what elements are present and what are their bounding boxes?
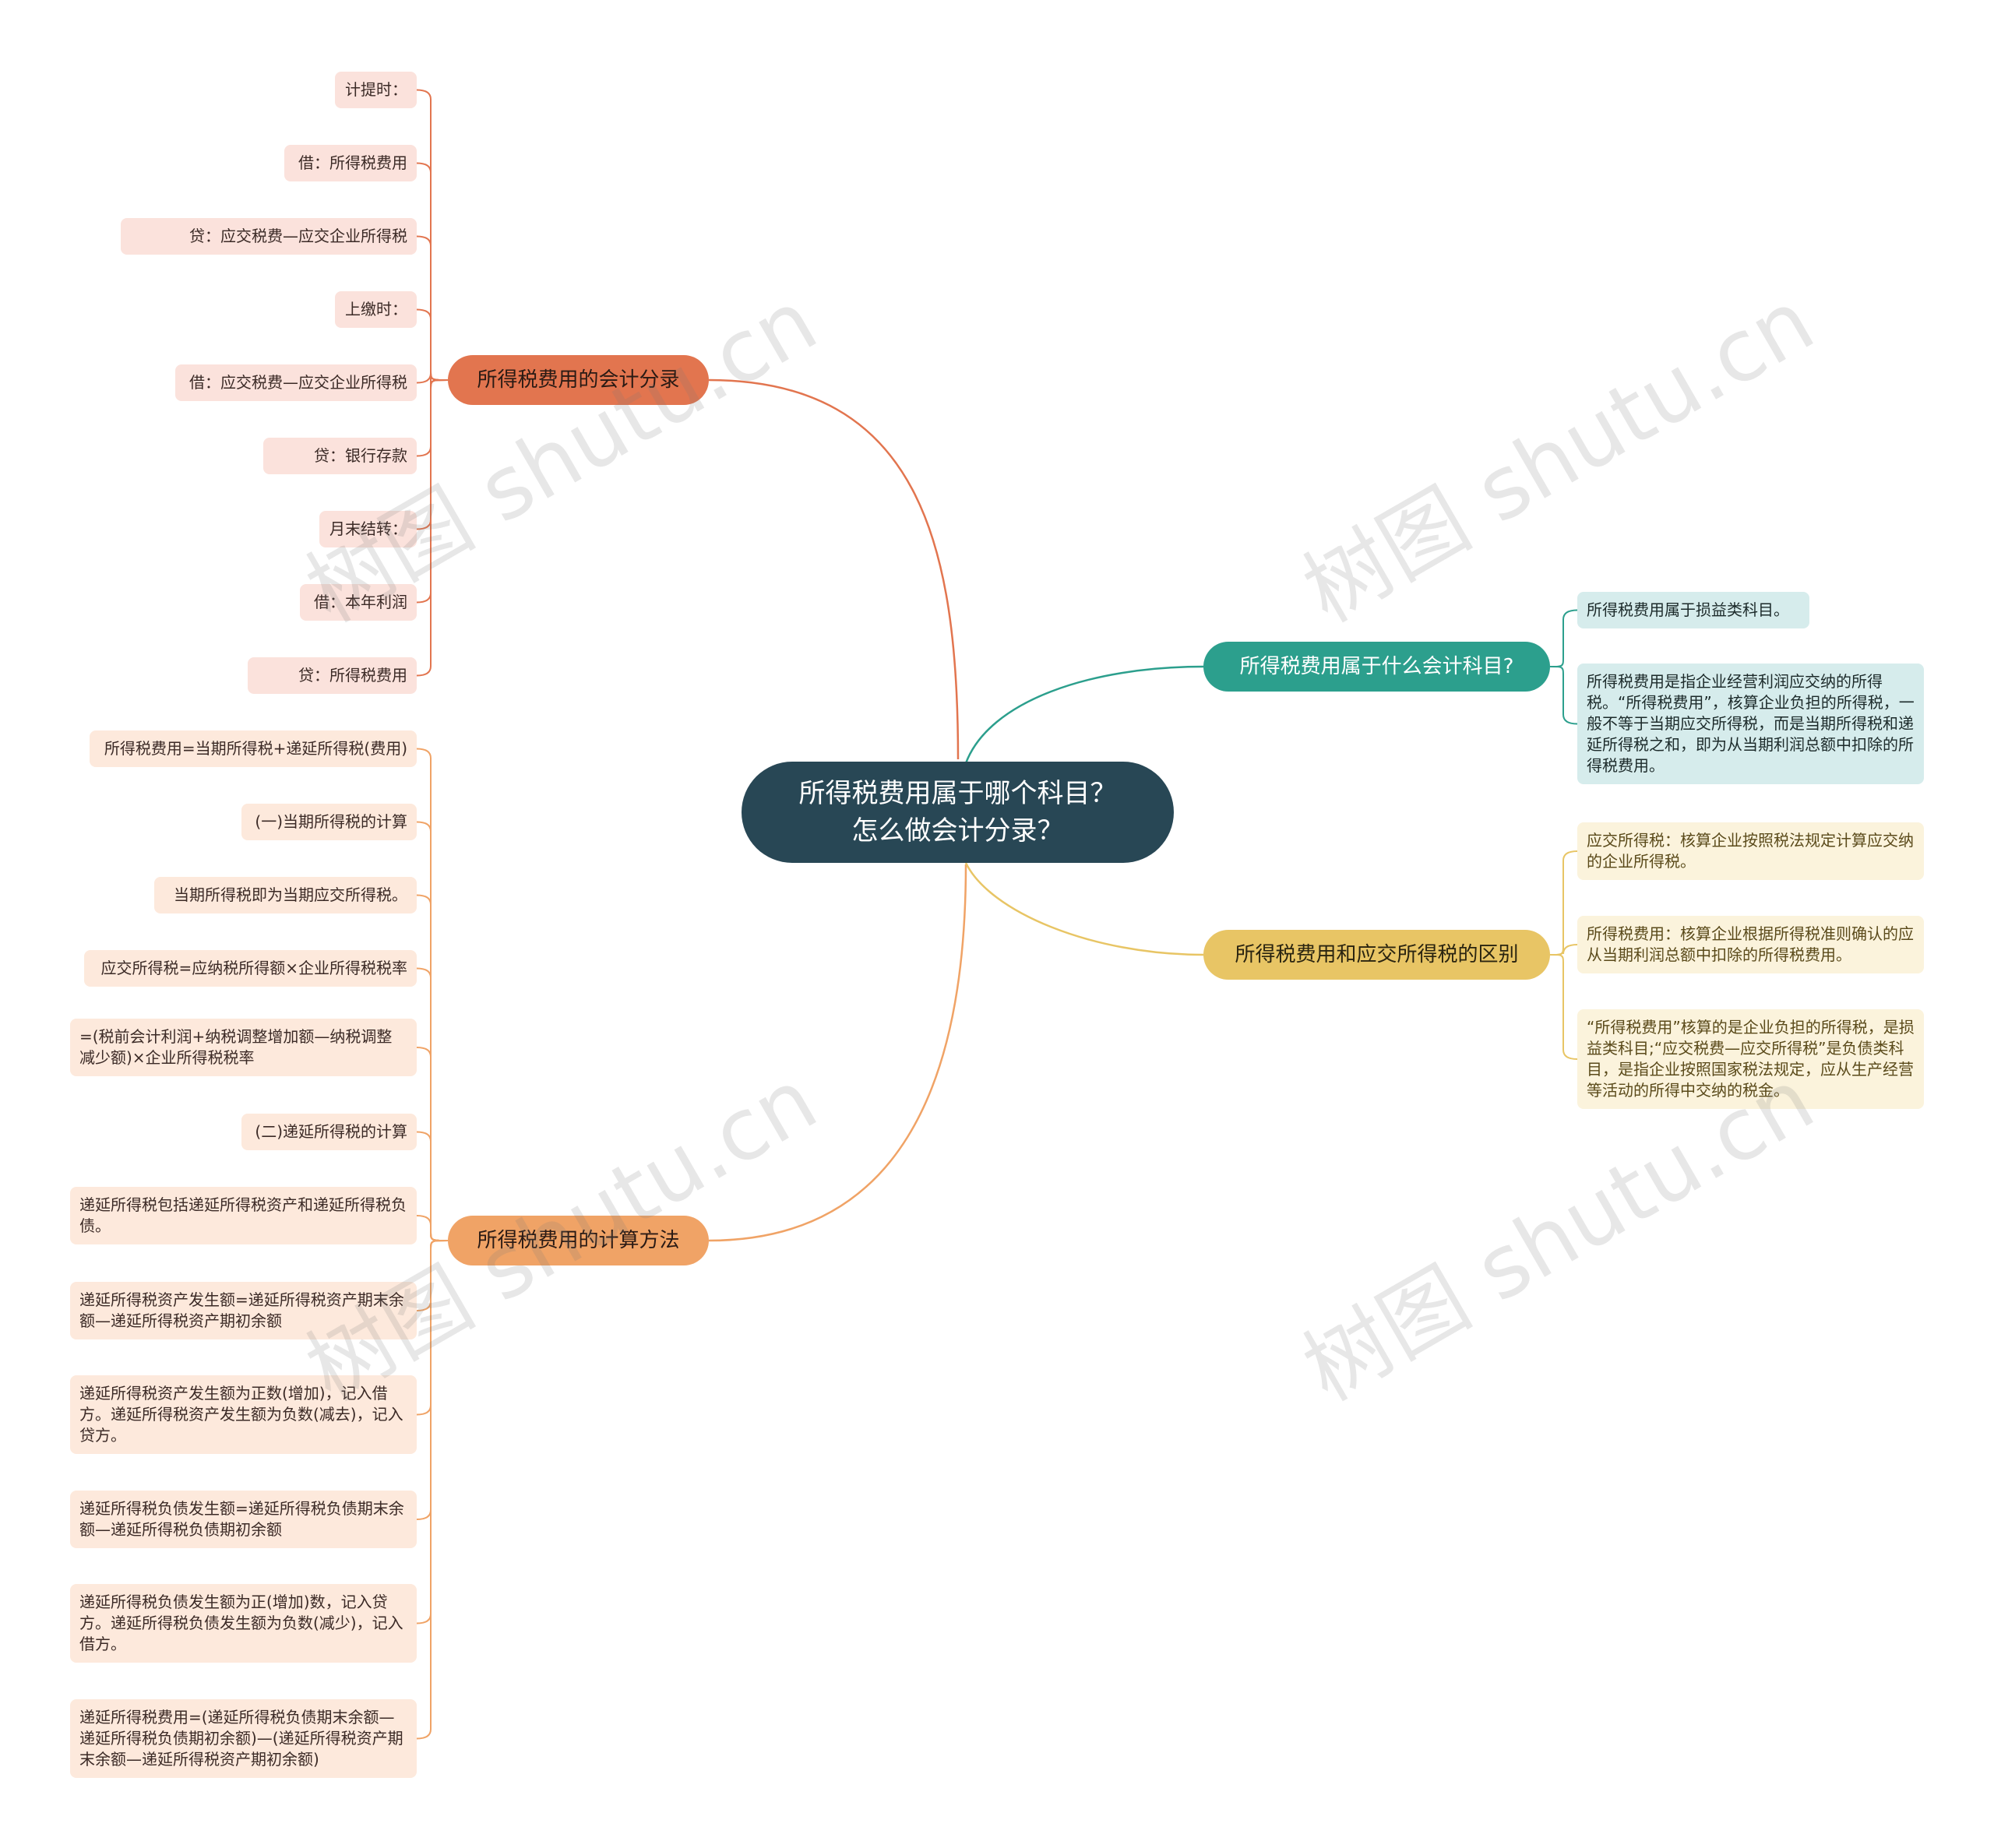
branch-calculation-method[interactable]: 所得税费用的计算方法 <box>448 1216 709 1265</box>
calc-leaf[interactable]: 递延所得税负债发生额=递延所得税负债期末余额—递延所得税负债期初余额 <box>70 1491 417 1548</box>
calc-leaf[interactable]: 递延所得税资产发生额为正数(增加)，记入借方。递延所得税资产发生额为负数(减去)… <box>70 1375 417 1454</box>
leaf-connector <box>416 1047 449 1241</box>
leaf-connector <box>416 162 449 381</box>
leaf-connector <box>416 379 449 604</box>
calc-leaf[interactable]: (一)当期所得税的计算 <box>241 804 417 840</box>
entry-leaf[interactable]: 贷：应交税费—应交企业所得税 <box>121 218 417 255</box>
leaf-connector <box>416 894 449 1241</box>
branch-label: 所得税费用属于什么会计科目? <box>1239 655 1514 678</box>
entry-leaf[interactable]: 贷：所得税费用 <box>248 657 417 694</box>
calc-leaf[interactable]: 当期所得税即为当期应交所得税。 <box>154 877 417 913</box>
leaf-connector <box>416 1131 449 1241</box>
account-leaf[interactable]: 所得税费用属于损益类科目。 <box>1577 592 1809 628</box>
root-topic[interactable]: 所得税费用属于哪个科目？怎么做会计分录？ <box>742 762 1174 863</box>
leaf-connector <box>1549 666 1578 725</box>
leaf-connector <box>416 235 449 381</box>
leaf-connector <box>416 308 449 381</box>
entry-leaf[interactable]: 贷：银行存款 <box>263 438 417 474</box>
calc-leaf[interactable]: 递延所得税资产发生额=递延所得税资产期末余额—递延所得税资产期初余额 <box>70 1282 417 1339</box>
leaf-connector <box>1549 944 1578 956</box>
leaf-connector <box>416 1215 449 1241</box>
difference-leaf[interactable]: “所得税费用”核算的是企业负担的所得税，是损益类科目;“应交税费—应交所得税”是… <box>1577 1009 1924 1109</box>
leaf-connector <box>1549 954 1578 1060</box>
entry-leaf[interactable]: 上缴时： <box>335 291 417 328</box>
calc-leaf[interactable]: 递延所得税负债发生额为正(增加)数，记入贷方。递延所得税负债发生额为负数(减少)… <box>70 1584 417 1663</box>
calc-leaf[interactable]: 递延所得税费用=(递延所得税负债期末余额—递延所得税负债期初余额)—(递延所得税… <box>70 1699 417 1778</box>
leaf-connector <box>416 89 449 381</box>
leaf-connector <box>1549 609 1578 667</box>
leaf-connector <box>416 1240 449 1624</box>
calc-leaf[interactable]: 递延所得税包括递延所得税资产和递延所得税负债。 <box>70 1187 417 1244</box>
branch-difference[interactable]: 所得税费用和应交所得税的区别 <box>1203 930 1550 980</box>
calc-leaf[interactable]: =(税前会计利润+纳税调整增加额—纳税调整减少额)×企业所得税税率 <box>70 1019 417 1076</box>
branch-accounting-entries[interactable]: 所得税费用的会计分录 <box>448 355 709 405</box>
entry-leaf[interactable]: 计提时： <box>335 72 417 108</box>
branch-which-account[interactable]: 所得税费用属于什么会计科目? <box>1203 642 1550 692</box>
calc-leaf[interactable]: (二)递延所得税的计算 <box>241 1114 417 1150</box>
entry-leaf[interactable]: 月末结转： <box>319 511 417 547</box>
difference-leaf[interactable]: 所得税费用：核算企业根据所得税准则确认的应从当期利润总额中扣除的所得税费用。 <box>1577 916 1924 973</box>
entry-leaf[interactable]: 借：所得税费用 <box>284 145 417 181</box>
leaf-connector <box>416 379 449 457</box>
leaf-connector <box>416 379 449 677</box>
branch-label: 所得税费用的会计分录 <box>477 368 680 392</box>
entry-leaf[interactable]: 借：本年利润 <box>300 584 417 621</box>
branch-label: 所得税费用的计算方法 <box>477 1229 680 1252</box>
branch-label: 所得税费用和应交所得税的区别 <box>1235 943 1519 966</box>
leaf-connector <box>416 1240 449 1311</box>
leaf-connector <box>416 821 449 1241</box>
leaf-connector <box>416 1240 449 1520</box>
leaf-connector <box>416 379 449 530</box>
leaf-connector <box>416 1240 449 1740</box>
leaf-connector <box>416 1240 449 1416</box>
difference-leaf[interactable]: 应交所得税：核算企业按照税法规定计算应交纳的企业所得税。 <box>1577 822 1924 880</box>
root-topic-label: 所得税费用属于哪个科目？怎么做会计分录？ <box>798 778 1117 847</box>
account-leaf[interactable]: 所得税费用是指企业经营利润应交纳的所得税。“所得税费用”，核算企业负担的所得税，… <box>1577 664 1924 784</box>
calc-leaf[interactable]: 所得税费用=当期所得税+递延所得税(费用) <box>90 730 417 767</box>
leaf-connector <box>416 967 449 1241</box>
calc-leaf[interactable]: 应交所得税=应纳税所得额×企业所得税税率 <box>84 950 417 987</box>
entry-leaf[interactable]: 借：应交税费—应交企业所得税 <box>175 364 417 401</box>
leaf-connector <box>1549 850 1578 956</box>
